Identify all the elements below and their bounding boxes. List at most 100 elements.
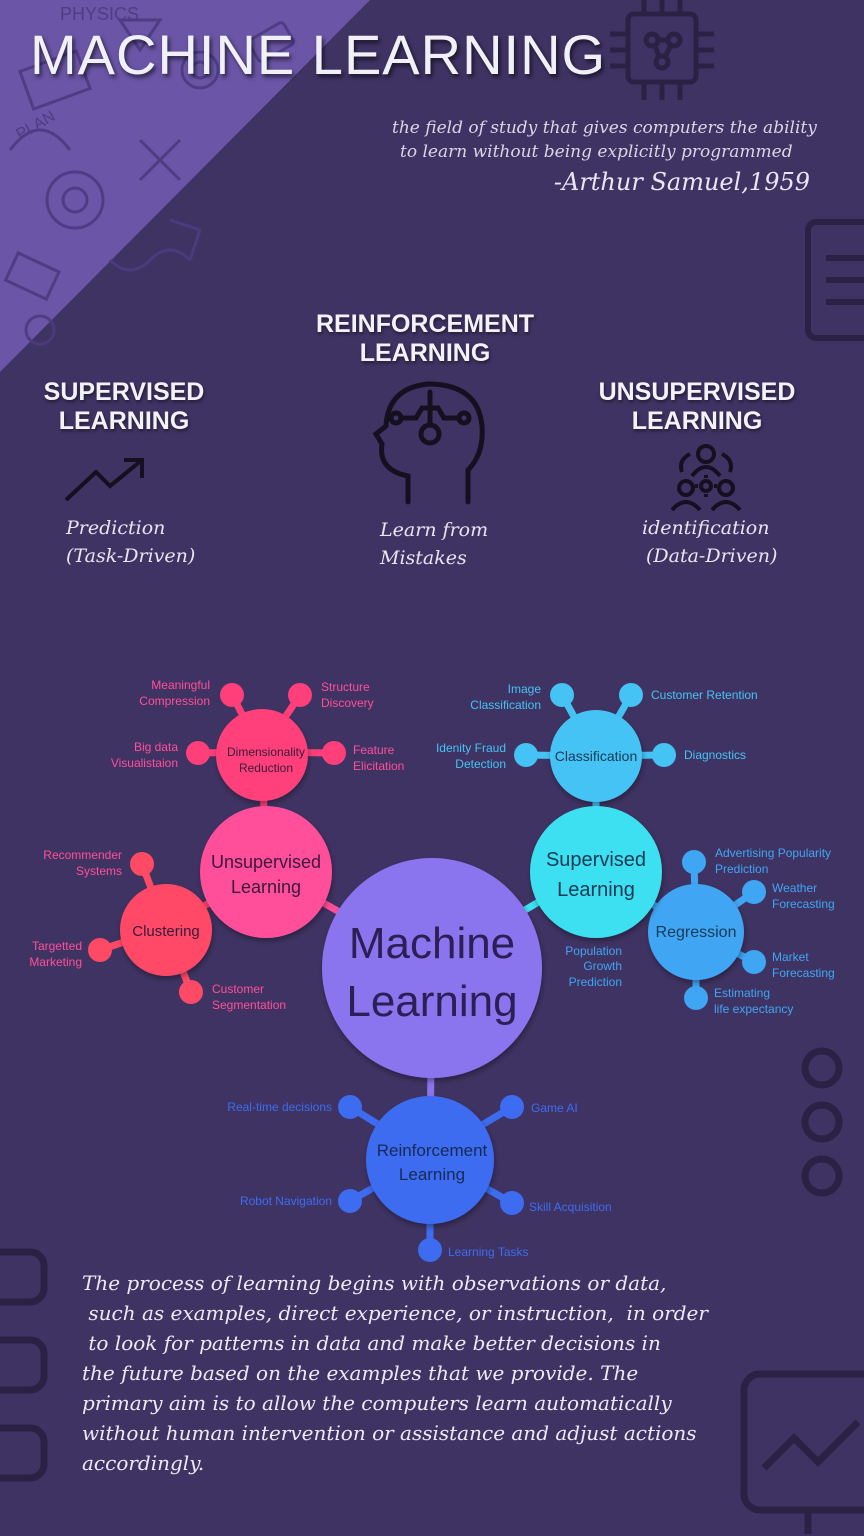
leaf-node xyxy=(682,850,706,874)
unsupervised-desc-line: (Data-Driven) xyxy=(646,545,778,567)
quote-line: to learn without being explicitly progra… xyxy=(400,142,793,162)
leaf-label: Elicitation xyxy=(353,759,404,773)
three-dots-icon xyxy=(801,1047,843,1197)
page-title: MACHINE LEARNING xyxy=(30,23,607,86)
unsupervised-node-label: Learning xyxy=(231,877,301,897)
unsupervised-title-line: LEARNING xyxy=(631,407,763,435)
leaf-label: Meaningful xyxy=(151,678,210,692)
leaf-label: Idenity Fraud xyxy=(436,741,506,755)
leaf-label: Learning Tasks xyxy=(448,1245,529,1259)
reinforcement-description: Learn from Mistakes xyxy=(380,516,488,572)
leaf-label: Advertising Popularity xyxy=(715,846,831,860)
leaf-label: Big data xyxy=(134,740,178,754)
population-label: Prediction xyxy=(569,975,622,989)
quote-line: the field of study that gives computers … xyxy=(392,118,817,138)
leaf-label: Diagnostics xyxy=(684,748,746,762)
leaf-label: Real-time decisions xyxy=(227,1100,332,1114)
reinforcement-learning-node xyxy=(366,1096,494,1224)
unsupervised-title-line: UNSUPERVISED xyxy=(598,378,796,406)
document-icon xyxy=(805,219,864,341)
population-label: Population xyxy=(565,944,622,958)
paragraph-line: The process of learning begins with obse… xyxy=(82,1271,667,1295)
svg-text:PHYSICS: PHYSICS xyxy=(60,4,139,24)
leaf-node xyxy=(418,1238,442,1262)
leaf-label: Estimating xyxy=(714,986,770,1000)
leaf-node xyxy=(684,986,708,1010)
leaf-node xyxy=(550,683,574,707)
leaf-label: Weather xyxy=(772,881,817,895)
leaf-node xyxy=(88,938,112,962)
leaf-node xyxy=(179,980,203,1004)
paragraph-line: accordingly. xyxy=(82,1451,205,1475)
leaf-node xyxy=(220,683,244,707)
reinforcement-title: REINFORCEMENT LEARNING xyxy=(312,310,538,368)
brain-circuit-head-icon xyxy=(372,381,485,505)
reinforcement-node-label: Reinforcement xyxy=(377,1141,488,1160)
leaf-label: Visualistaion xyxy=(111,756,178,770)
leaf-label: Compression xyxy=(139,694,210,708)
definition-quote: the field of study that gives computers … xyxy=(392,116,822,164)
leaf-label: Game AI xyxy=(531,1101,578,1115)
machine-learning-center-node xyxy=(322,858,542,1078)
paragraph-line: the future based on the examples that we… xyxy=(82,1361,639,1385)
trend-up-arrow-icon xyxy=(64,458,144,502)
leaf-label: Customer Retention xyxy=(651,688,758,702)
supervised-title-line: SUPERVISED xyxy=(43,378,205,406)
monitor-chart-icon xyxy=(740,1370,864,1534)
side-tabs-icon xyxy=(0,1248,48,1482)
leaf-node xyxy=(742,950,766,974)
unsupervised-description: identification (Data-Driven) xyxy=(642,514,777,570)
reinforcement-desc-line: Learn from xyxy=(380,519,489,541)
doodle-background-panel: PLAN PHYSICS xyxy=(0,0,370,372)
reinforcement-title-line: REINFORCEMENT xyxy=(315,310,535,338)
leaf-node xyxy=(130,852,154,876)
leaf-label: Market xyxy=(772,950,809,964)
paragraph-line: such as examples, direct experience, or … xyxy=(82,1301,708,1325)
description-paragraph: The process of learning begins with obse… xyxy=(82,1268,732,1478)
regression-node xyxy=(648,884,744,980)
leaf-node xyxy=(619,683,643,707)
dimensionality-node-label: Reduction xyxy=(239,761,293,775)
center-label: Machine xyxy=(349,919,515,968)
leaf-label: Targetted xyxy=(32,939,82,953)
leaf-label: Skill Acquisition xyxy=(529,1200,612,1214)
clustering-node xyxy=(120,884,212,976)
supervised-title: SUPERVISED LEARNING xyxy=(30,378,218,436)
supervised-node-label: Learning xyxy=(557,879,635,901)
dimensionality-node-label: Dimensionality xyxy=(227,745,305,759)
leaf-label: Detection xyxy=(455,757,506,771)
unsupervised-title: UNSUPERVISED LEARNING xyxy=(590,378,804,436)
chip-icon xyxy=(610,0,714,100)
supervised-node-label: Supervised xyxy=(546,849,646,871)
leaf-label: Prediction xyxy=(715,862,768,876)
unsupervised-desc-line: identification xyxy=(642,517,770,539)
leaf-label: Image xyxy=(508,682,542,696)
paragraph-line: primary aim is to allow the computers le… xyxy=(82,1391,672,1415)
leaf-label: Structure xyxy=(321,680,370,694)
supervised-desc-line: Prediction xyxy=(66,517,166,539)
leaf-label: Robot Navigation xyxy=(240,1194,332,1208)
paragraph-line: without human intervention or assistance… xyxy=(82,1421,697,1445)
reinforcement-node-label: Learning xyxy=(399,1165,465,1184)
leaf-label: Segmentation xyxy=(212,998,286,1012)
reinforcement-desc-line: Mistakes xyxy=(380,547,467,569)
supervised-learning-node xyxy=(530,806,662,938)
classification-node-label: Classification xyxy=(555,748,637,764)
leaf-node xyxy=(514,743,538,767)
supervised-description: Prediction (Task-Driven) xyxy=(66,514,195,570)
leaf-node xyxy=(338,1189,362,1213)
people-network-icon xyxy=(670,444,742,512)
population-label: Growth xyxy=(583,959,622,973)
unsupervised-learning-node xyxy=(200,806,332,938)
dimensionality-reduction-node xyxy=(216,709,308,801)
leaf-label: Systems xyxy=(76,864,122,878)
leaf-node xyxy=(288,683,312,707)
mindmap-diagram: Machine Learning Unsupervised Learning D… xyxy=(29,678,835,1262)
leaf-label: Customer xyxy=(212,982,264,996)
leaf-label: Marketing xyxy=(29,955,82,969)
leaf-node xyxy=(500,1095,524,1119)
unsupervised-node-label: Unsupervised xyxy=(211,852,321,872)
reinforcement-title-line: LEARNING xyxy=(359,339,491,367)
leaf-node xyxy=(186,741,210,765)
supervised-title-line: LEARNING xyxy=(58,407,190,435)
